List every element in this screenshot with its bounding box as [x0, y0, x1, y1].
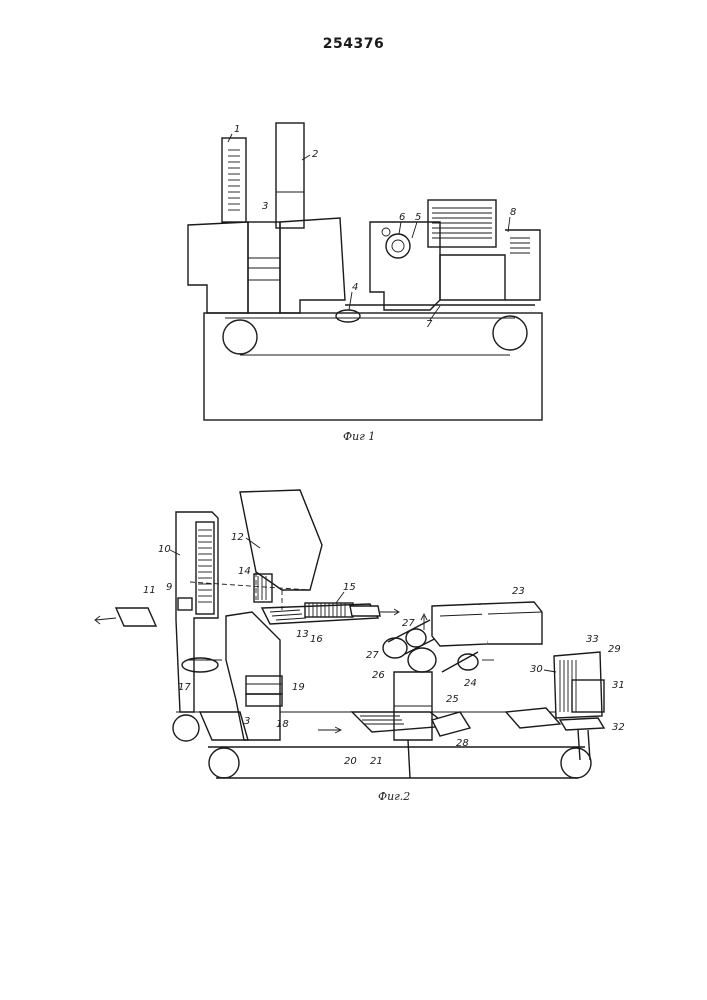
label-9: 9 — [166, 582, 172, 593]
plate-28 — [432, 712, 470, 736]
figure-2: 9 10 11 12 13 14 15 16 17 18 19 20 21 23… — [95, 490, 625, 803]
label-7: 7 — [426, 319, 433, 330]
label-18: 18 — [276, 719, 289, 730]
label-2: 2 — [312, 149, 318, 160]
label-28: 28 — [456, 738, 469, 749]
label-13: 13 — [296, 629, 309, 640]
label-12: 12 — [231, 532, 244, 543]
label-1: 1 — [234, 124, 240, 135]
label-4: 4 — [352, 282, 358, 293]
label-32: 32 — [612, 722, 625, 733]
left-housing — [188, 222, 248, 313]
label-3-fig2: 3 — [244, 716, 250, 727]
column-3 — [248, 222, 280, 313]
label-29: 29 — [608, 644, 621, 655]
drum-6 — [386, 234, 410, 258]
label-21: 21 — [370, 756, 383, 767]
label-31: 31 — [612, 680, 625, 691]
hopper-12 — [240, 490, 322, 590]
fig1-caption: Фиг 1 — [343, 430, 375, 443]
left-roller — [223, 320, 257, 354]
fig1-labels: 1 2 3 4 5 6 7 8 — [228, 124, 516, 330]
label-16: 16 — [310, 634, 323, 645]
roller-26 — [383, 638, 407, 658]
roller-25 — [408, 648, 436, 672]
roller-back-left — [173, 715, 199, 741]
label-8: 8 — [510, 207, 516, 218]
plate-32 — [560, 718, 604, 730]
label-3: 3 — [262, 201, 268, 212]
label-25: 25 — [446, 694, 459, 705]
label-11: 11 — [143, 585, 156, 596]
block-2 — [276, 123, 304, 228]
unit-8 — [505, 230, 540, 300]
label-17: 17 — [178, 682, 191, 693]
label-27b: 27 — [366, 650, 379, 661]
block-23a — [432, 604, 488, 646]
tray-upper — [428, 200, 496, 247]
label-30: 30 — [530, 664, 543, 675]
right-roller — [493, 316, 527, 350]
fig2-caption: Фиг.2 — [378, 790, 410, 803]
right-block — [440, 255, 505, 300]
roller-left — [209, 748, 239, 778]
label-26: 26 — [372, 670, 385, 681]
figure-1: 1 2 3 4 5 6 7 8 Фиг 1 — [188, 123, 542, 443]
roller-right — [561, 748, 591, 778]
label-10: 10 — [158, 544, 171, 555]
part-4 — [336, 310, 360, 322]
label-14: 14 — [238, 566, 251, 577]
right-housing — [370, 222, 440, 310]
label-24: 24 — [464, 678, 477, 689]
label-5: 5 — [415, 212, 421, 223]
plate-11 — [116, 608, 156, 626]
plate-right — [506, 708, 560, 728]
block-23b — [480, 602, 542, 644]
label-33: 33 — [586, 634, 599, 645]
label-20: 20 — [344, 756, 357, 767]
magazine-1-stack — [228, 150, 240, 210]
label-27a: 27 — [402, 618, 415, 629]
left-housing-right — [280, 218, 345, 313]
label-19: 19 — [292, 682, 305, 693]
label-15: 15 — [343, 582, 356, 593]
part-15-end — [350, 606, 380, 616]
label-6: 6 — [399, 212, 405, 223]
unit-31 — [554, 652, 602, 718]
label-23: 23 — [512, 586, 525, 597]
